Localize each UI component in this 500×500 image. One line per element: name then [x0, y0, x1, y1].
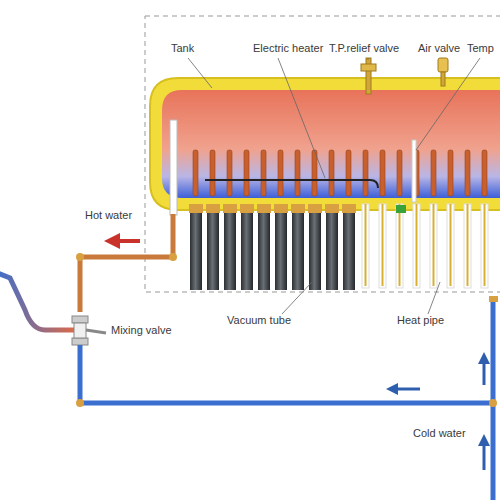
heat-pipe — [450, 204, 452, 286]
condenser-tip — [397, 150, 402, 196]
vacuum-tube — [343, 212, 355, 290]
sensor-label: Temp — [466, 42, 495, 55]
condenser-tip — [312, 150, 317, 196]
vacuum-tube — [275, 212, 287, 290]
condenser-tip — [465, 150, 470, 196]
tube-collar — [206, 204, 220, 213]
condenser-tip — [244, 150, 249, 196]
vacuum-tube — [326, 212, 338, 290]
hot-water-pipe — [80, 214, 173, 312]
tank-shell — [150, 78, 500, 210]
valve-label: Air valve — [417, 42, 461, 55]
part-label: Heat pipe — [396, 314, 445, 327]
heat-pipe-sleeve — [464, 204, 471, 288]
tube-collar — [274, 204, 288, 213]
tank-label: Tank — [170, 42, 195, 55]
condenser-tip — [431, 150, 436, 196]
tube-collar — [240, 204, 254, 213]
condenser-tip — [482, 150, 487, 196]
mixed-outlet-pipe — [0, 272, 74, 330]
heater-label: Electric heater — [252, 42, 324, 55]
mixing-valve — [72, 316, 88, 323]
tube-collar — [257, 204, 271, 213]
heat-pipe — [416, 204, 418, 286]
heat-pipe — [399, 204, 401, 286]
cold-water-pipe — [80, 296, 493, 403]
condenser-tip — [295, 150, 300, 196]
part-label: Vacuum tube — [226, 314, 292, 327]
condenser-tip — [261, 150, 266, 196]
heat-pipe — [484, 204, 486, 286]
valve-label: T.P.relief valve — [328, 42, 400, 55]
heat-pipe — [433, 204, 435, 286]
tube-collar — [308, 204, 322, 213]
vacuum-tube — [241, 212, 253, 290]
heat-pipe-sleeve — [481, 204, 488, 288]
cold-water-inlet — [491, 403, 496, 500]
tube-collar — [291, 204, 305, 213]
heat-pipe-sleeve — [413, 204, 420, 288]
tank-water — [162, 90, 500, 198]
tube-collar — [325, 204, 339, 213]
air-valve — [438, 58, 448, 72]
condenser-tip — [346, 150, 351, 196]
flow-arrows — [112, 241, 484, 470]
tube-collar — [189, 204, 203, 213]
tube-collar — [342, 204, 356, 213]
heat-pipe-sleeve — [379, 204, 386, 288]
temp-sensor — [412, 140, 416, 202]
condenser-tip — [380, 150, 385, 196]
heat-pipe — [467, 204, 469, 286]
vacuum-tube — [309, 212, 321, 290]
tube-collar — [223, 204, 237, 213]
condenser-tip — [193, 150, 198, 196]
vacuum-tube — [292, 212, 304, 290]
condenser-tip — [278, 150, 283, 196]
heater-socket — [396, 205, 406, 213]
outlet-riser — [170, 120, 177, 215]
condenser-tip — [448, 150, 453, 196]
heat-pipe-sleeve — [362, 204, 369, 288]
electric-heater — [205, 180, 378, 188]
flow-label: Hot water — [84, 209, 133, 222]
heat-pipe-sleeve — [396, 204, 403, 288]
vacuum-tube — [224, 212, 236, 290]
flow-label: Cold water — [412, 427, 467, 440]
heat-pipe — [365, 204, 367, 286]
heat-pipe — [382, 204, 384, 286]
tp-relief-valve — [366, 58, 371, 94]
condenser-tip — [363, 150, 368, 196]
condenser-tip — [227, 150, 232, 196]
vacuum-tube — [190, 212, 202, 290]
vacuum-tube — [207, 212, 219, 290]
heat-pipe-sleeve — [447, 204, 454, 288]
condenser-tip — [329, 150, 334, 196]
valve-label: Mixing valve — [110, 324, 173, 337]
leader-lines — [188, 58, 480, 314]
condenser-tip — [210, 150, 215, 196]
vacuum-tube — [258, 212, 270, 290]
heat-pipe-sleeve — [430, 204, 437, 288]
